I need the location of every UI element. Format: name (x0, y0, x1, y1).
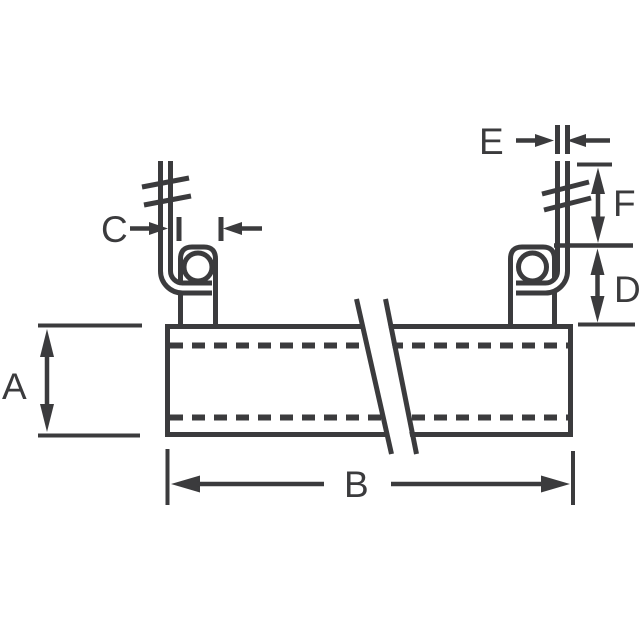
dim-C-arrow-right (149, 222, 168, 235)
dim-B: B (165, 449, 575, 505)
dim-B-label: B (344, 464, 369, 505)
dim-E-arrow-left (567, 134, 586, 147)
dim-C-arrow-left (223, 222, 242, 235)
body-break-line-left (354, 298, 394, 455)
dim-B-arrow-right (541, 475, 570, 493)
dim-E: E (479, 121, 610, 162)
dim-A-label: A (2, 366, 27, 407)
dim-D: D (578, 248, 640, 327)
right-lead-break-marks (541, 179, 592, 213)
dim-F-label: F (613, 183, 636, 224)
dim-D-arrow-down (590, 296, 605, 323)
right-lead-wire (516, 125, 592, 296)
right-lead-outer (516, 161, 570, 296)
right-lug-eyelet (516, 250, 549, 284)
body-break-gap (359, 298, 414, 456)
left-lug-outline (178, 244, 218, 329)
left-lead-wire (141, 161, 212, 296)
body-outline (165, 324, 573, 437)
dim-C-label: C (101, 209, 128, 250)
dim-F-arrow-down (591, 216, 605, 243)
dim-A-arrow-down (40, 404, 54, 432)
dim-E-arrow-right (535, 134, 554, 147)
right-lug-outline (508, 244, 557, 329)
body-break-line-right (383, 298, 419, 455)
left-lead-break-marks (141, 175, 192, 208)
dim-D-label: D (614, 269, 640, 310)
dim-E-label: E (479, 121, 504, 162)
dim-A: A (2, 323, 142, 438)
dim-C: C (101, 209, 262, 250)
dim-A-arrow-up (40, 329, 54, 357)
resistor-body (165, 298, 573, 456)
dim-D-arrow-up (590, 248, 605, 275)
left-lug-eyelet (181, 250, 215, 284)
dim-F-arrow-up (591, 167, 605, 194)
left-lead-core (163, 161, 212, 291)
dim-F: F (554, 162, 636, 248)
dim-B-arrow-left (171, 475, 200, 493)
right-lead-core (516, 161, 565, 291)
